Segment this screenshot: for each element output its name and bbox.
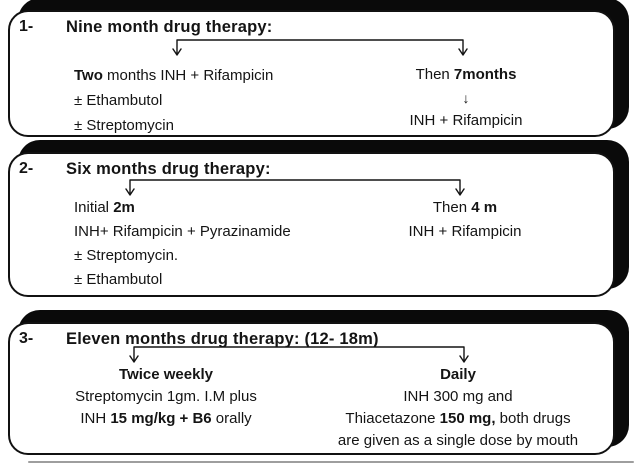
regimen-line: Thiacetazone 150 mg, both drugs (345, 410, 571, 427)
six-month-therapy-box: 2- Six months drug therapy: Initial 2m I… (8, 152, 615, 297)
regimen-line: ± Streptomycin. (74, 247, 179, 264)
regimen-line: INH+ Rifampicin + Pyrazinamide (74, 223, 291, 240)
regimen-line: Initial 2m (74, 199, 135, 216)
regimen-line: Twice weekly (119, 366, 213, 383)
box-title: Six months drug therapy: (66, 160, 271, 178)
box-number: 3- (19, 330, 34, 347)
box-number: 2- (19, 160, 34, 177)
daily-column: Daily INH 300 mg and Thiacetazone 150 mg… (300, 364, 616, 452)
branch-connector-icon (172, 39, 468, 56)
regimen-line: Then 7months (415, 66, 517, 83)
branch-connector-icon (129, 346, 469, 363)
regimen-line: INH + Rifampicin (409, 112, 523, 129)
regimen-line: ± Ethambutol (74, 271, 163, 288)
regimen-line: Daily (440, 366, 476, 383)
initial-phase-column: Initial 2m INH+ Rifampicin + Pyrazinamid… (74, 196, 291, 292)
regimen-line: ± Streptomycin (74, 117, 174, 134)
box-title: Eleven months drug therapy: (12- 18m) (66, 330, 379, 348)
regimen-line: INH 300 mg and (403, 388, 513, 405)
regimen-line: INH + Rifampicin (408, 223, 522, 240)
eleven-month-therapy-box: 3- Eleven months drug therapy: (12- 18m)… (8, 322, 615, 455)
regimen-line: INH 15 mg/kg + B6 orally (80, 410, 252, 427)
initial-phase-column: Two months INH + Rifampicin ± Ethambutol… (74, 63, 273, 138)
box-title: Nine month drug therapy: (66, 18, 273, 36)
nine-month-therapy-box: 1- Nine month drug therapy: Two months I… (8, 10, 615, 137)
box-number: 1- (19, 18, 34, 35)
twice-weekly-column: Twice weekly Streptomycin 1gm. I.M plus … (16, 364, 316, 430)
regimen-line: Two months INH + Rifampicin (74, 67, 274, 84)
regimen-line: Streptomycin 1gm. I.M plus (75, 388, 257, 405)
branch-connector-icon (125, 179, 465, 196)
continuation-phase-column: Then 4 m INH + Rifampicin (380, 196, 550, 244)
bottom-scan-line (28, 461, 634, 463)
regimen-line: are given as a single dose by mouth (337, 432, 579, 449)
regimen-line: ± Ethambutol (74, 92, 163, 109)
down-arrow-icon: ↓ (462, 90, 470, 106)
continuation-phase-column: Then 7months ↓ INH + Rifampicin (380, 63, 552, 133)
regimen-line: Then 4 m (432, 199, 498, 216)
